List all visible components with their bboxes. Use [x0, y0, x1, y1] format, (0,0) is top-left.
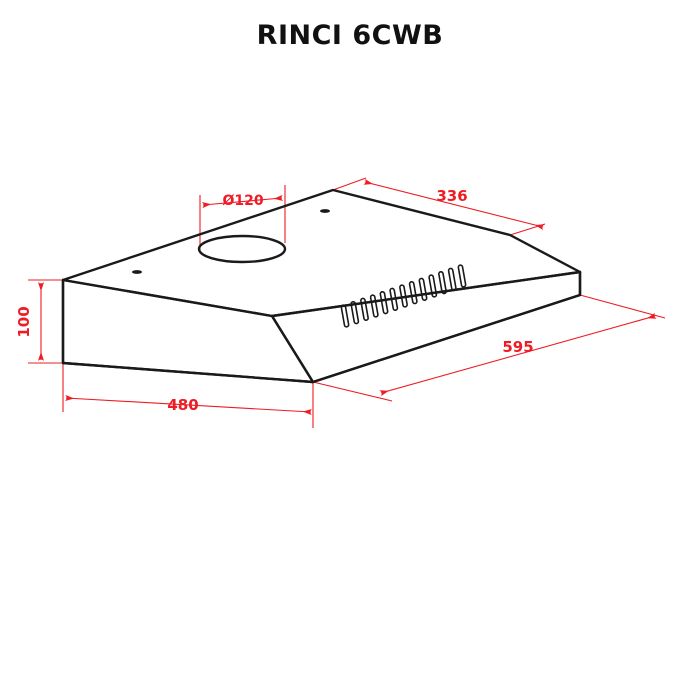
hood-top-face [61, 188, 582, 318]
grille-slot [399, 284, 408, 308]
grille-slot [408, 281, 418, 305]
dimension-labels: Ø120 336 595 480 100 [15, 187, 534, 414]
dimension-label-height-100: 100 [15, 306, 33, 337]
grille-slot [447, 267, 457, 291]
hood-front-bevel-face [270, 270, 582, 384]
dimension-width-480 [62, 363, 314, 428]
dimension-width-595 [312, 294, 666, 402]
dimension-diameter-120 [199, 185, 286, 253]
page-title: RINCI 6CWB [256, 20, 444, 51]
ventilation-grille [340, 264, 467, 328]
grille-slot [428, 274, 438, 298]
dimension-label-diameter-120: Ø120 [222, 193, 263, 209]
grille-slot [369, 294, 379, 318]
dimension-label-width-595: 595 [502, 338, 533, 356]
grille-slot [438, 271, 447, 295]
hood-front-lip-edge [61, 361, 315, 384]
duct-outlet-icon [197, 234, 287, 264]
grille-slot [360, 297, 369, 321]
grille-slot [418, 277, 428, 301]
ext-line [579, 294, 666, 319]
grille-slot [457, 264, 467, 288]
dim-line [201, 194, 284, 209]
grille-slot [340, 304, 350, 328]
hood-body [61, 188, 582, 384]
dimension-label-width-480: 480 [167, 396, 198, 414]
dim-line [379, 312, 657, 397]
hood-front-lower-edge [311, 293, 582, 384]
dimension-label-depth-336: 336 [436, 187, 467, 205]
grille-slot [350, 301, 360, 325]
mounting-holes [132, 209, 330, 274]
dimension-layer [28, 177, 666, 428]
dim-line [65, 394, 312, 416]
ext-line [332, 177, 367, 191]
dim-line [363, 178, 545, 231]
dimension-depth-336 [332, 177, 546, 236]
ext-line [312, 381, 393, 402]
mounting-hole-icon [320, 209, 330, 213]
grille-slot [379, 291, 389, 315]
grille-slot [389, 287, 399, 311]
dimension-height-100 [28, 279, 66, 364]
mounting-hole-icon [132, 270, 142, 274]
